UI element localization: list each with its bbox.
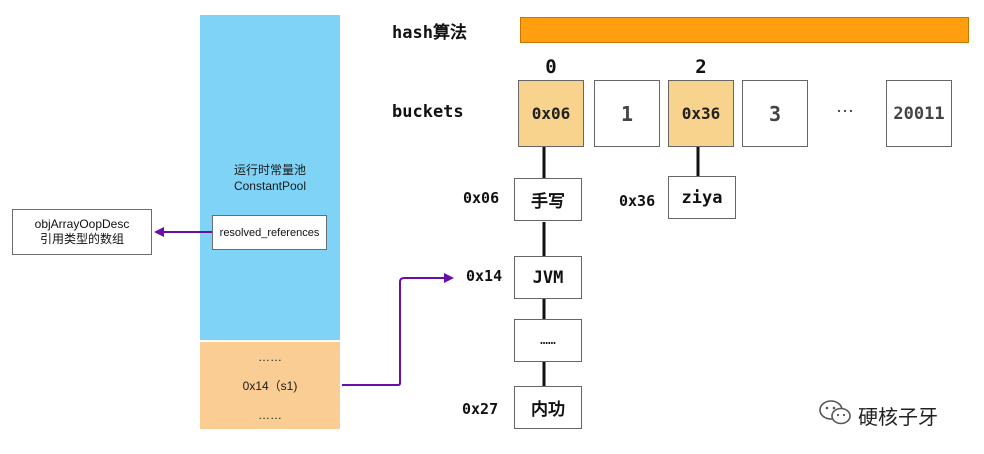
bucket-cell-1: 1 xyxy=(594,80,660,147)
chain0-addr-2: 0x14 xyxy=(466,267,503,285)
bucket-cell-3: 3 xyxy=(742,80,808,147)
pool-slot-bottom: …… xyxy=(200,400,340,429)
bucket-ellipsis: ··· xyxy=(836,100,854,120)
watermark-text: 硬核子牙 xyxy=(858,405,938,429)
constant-pool-block xyxy=(200,15,340,340)
hash-label: hash算法 xyxy=(392,23,467,43)
chain2-node-1: ziya xyxy=(668,176,736,219)
constant-pool-title-cn: 运行时常量池 xyxy=(233,163,306,177)
hash-bar xyxy=(520,17,969,43)
bucket-cell-0: 0x06 xyxy=(518,80,584,147)
buckets-label: buckets xyxy=(392,102,464,122)
pool-slot-s1: 0x14（s1) xyxy=(200,371,340,400)
bucket-index-2: 2 xyxy=(695,56,707,78)
bucket-index-0: 0 xyxy=(545,56,557,78)
bucket-cell-2: 0x36 xyxy=(668,80,734,147)
chain0-node-3: …… xyxy=(514,319,582,362)
constant-pool-title-en: ConstantPool xyxy=(233,179,307,193)
obj-array-subtitle: 引用类型的数组 xyxy=(39,232,124,246)
resolved-references-box: resolved_references xyxy=(212,215,327,250)
pool-slot-top: …… xyxy=(200,342,340,371)
constant-pool-label: 运行时常量池 ConstantPool xyxy=(200,162,340,194)
chain0-node-2: JVM xyxy=(514,256,582,299)
chain0-addr-4: 0x27 xyxy=(462,400,499,418)
chain2-addr-1: 0x36 xyxy=(619,192,656,210)
s1-arrow xyxy=(342,273,454,386)
obj-array-title: objArrayOopDesc xyxy=(34,217,130,231)
chain0-addr-1: 0x06 xyxy=(463,189,500,207)
chain0-node-4: 内功 xyxy=(514,386,582,429)
obj-array-box: objArrayOopDesc 引用类型的数组 xyxy=(12,209,152,255)
chain0-node-1: 手写 xyxy=(514,178,582,221)
wechat-icon xyxy=(819,400,851,425)
bucket-cell-last: 20011 xyxy=(886,80,952,147)
